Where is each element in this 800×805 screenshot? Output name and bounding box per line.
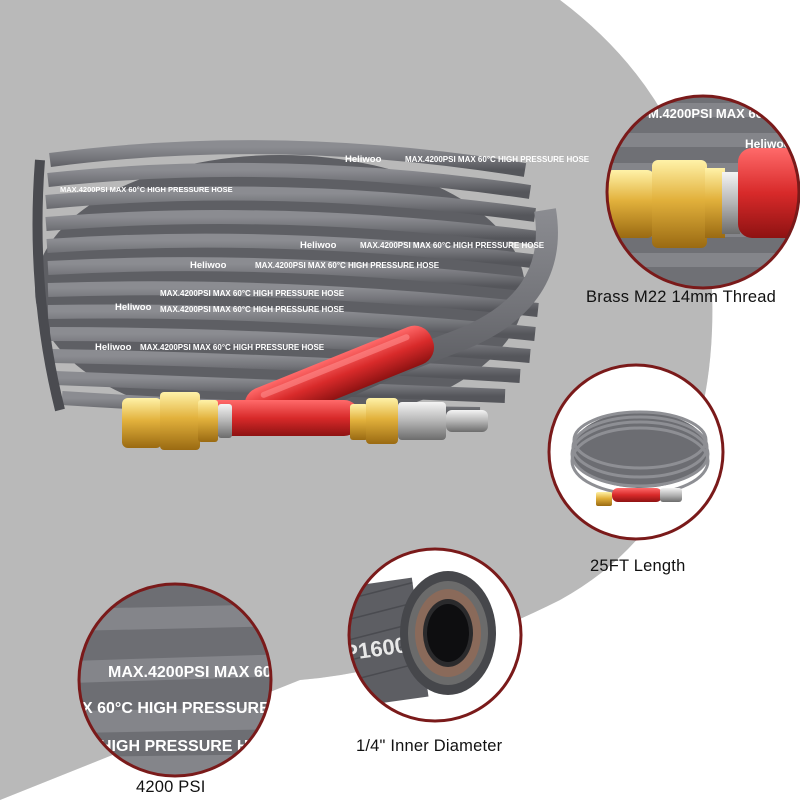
hose-print-brand-5: Heliwoo <box>95 342 132 353</box>
pressure-circle-line3: HIGH PRESSURE H <box>100 738 248 755</box>
hose-print-lines: Heliwoo MAX.4200PSI MAX 60°C HIGH PRESSU… <box>60 154 590 353</box>
pressure-circle-line2: X 60°C HIGH PRESSURE <box>82 700 270 717</box>
hose-print-spec-6: MAX.4200PSI MAX 60°C HIGH PRESSURE HOSE <box>160 305 345 314</box>
thread-detail-circle: M.4200PSI MAX 60 Heliwoo <box>605 94 800 290</box>
pressure-caption: 4200 PSI <box>136 778 206 796</box>
hose-print-brand-3: Heliwoo <box>190 260 227 271</box>
pressure-detail-circle: MAX.4200PSI MAX 60 X 60°C HIGH PRESSURE … <box>77 582 273 778</box>
length-detail-circle <box>547 363 725 541</box>
hose-print-spec-4: MAX.4200PSI MAX 60°C HIGH PRESSURE HOSE <box>255 261 440 270</box>
fitting-assembly <box>122 325 488 450</box>
hose-print-brand-1: Heliwoo <box>345 154 382 165</box>
length-caption: 25FT Length <box>590 557 686 575</box>
hose-print-spec-2: MAX.4200PSI MAX 60°C HIGH PRESSURE HOSE <box>60 185 233 194</box>
hose-print-brand-2: Heliwoo <box>300 240 337 251</box>
hose-print-spec-5: MAX.4200PSI MAX 60°C HIGH PRESSURE HOSE <box>160 289 345 298</box>
diameter-caption: 1/4" Inner Diameter <box>356 737 503 755</box>
hose-print-brand-4: Heliwoo <box>115 302 152 313</box>
thread-circle-brand: Heliwoo <box>745 137 791 151</box>
hose-print-spec-3: MAX.4200PSI MAX 60°C HIGH PRESSURE HOSE <box>360 241 545 250</box>
thread-caption: Brass M22 14mm Thread <box>586 288 777 306</box>
thread-circle-print: M.4200PSI MAX 60 <box>648 106 763 121</box>
hose-print-spec-1: MAX.4200PSI MAX 60°C HIGH PRESSURE HOSE <box>405 155 590 164</box>
pressure-circle-line1: MAX.4200PSI MAX 60 <box>108 664 272 681</box>
hose-print-spec-7: MAX.4200PSI MAX 60°C HIGH PRESSURE HOSE <box>140 343 325 352</box>
